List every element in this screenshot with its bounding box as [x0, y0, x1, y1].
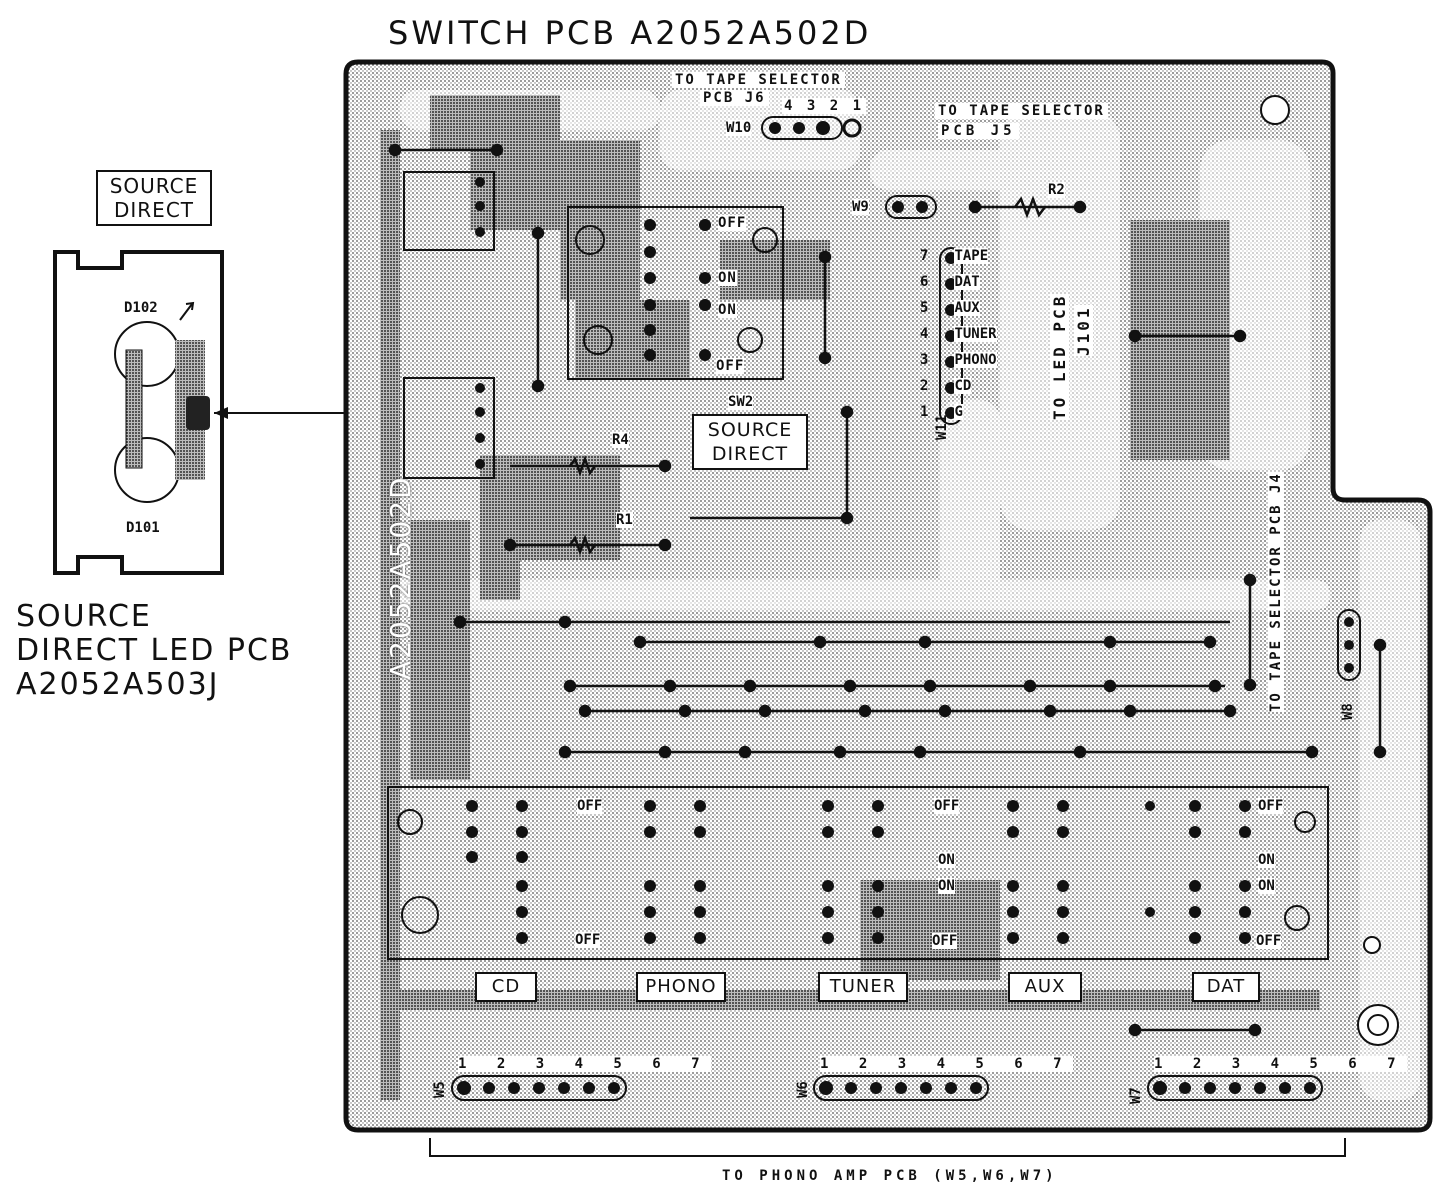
w5-pin-numbers: 1 2 3 4 5 6 7	[458, 1056, 711, 1072]
bottom-caption: TO PHONO AMP PCB (W5,W6,W7)	[722, 1168, 1058, 1184]
d102-label: D102	[124, 300, 158, 316]
led-pcb-traces	[114, 301, 210, 503]
sw2-on-top: ON	[718, 270, 737, 286]
to-led-pcb-label: TO LED PCB	[1050, 293, 1069, 420]
w7-pin-numbers: 1 2 3 4 5 6 7	[1154, 1056, 1407, 1072]
switch-label-tuner: TUNER	[818, 972, 908, 1002]
w7-label: W7	[1128, 1087, 1144, 1104]
to-tape-j5-line1: TO TAPE SELECTOR	[935, 103, 1108, 119]
pcb-copper-areas	[380, 95, 1320, 1100]
w10-label: W10	[726, 120, 752, 136]
sw2-on-bottom: ON	[718, 302, 737, 318]
switch-label-phono: PHONO	[636, 972, 726, 1002]
switch-label-dat: DAT	[1192, 972, 1260, 1002]
connector-w9	[885, 195, 937, 219]
led-name-line3: A2052A503J	[16, 667, 220, 702]
led-name-line2: DIRECT LED PCB	[16, 633, 293, 668]
source-direct-led-label: SOURCE DIRECT	[96, 170, 212, 226]
j6-pin-numbers: 4 3 2 1	[782, 98, 867, 114]
led-name-line1: SOURCE	[16, 599, 152, 634]
w6-label: W6	[795, 1081, 811, 1098]
w6-pin-numbers: 1 2 3 4 5 6 7	[820, 1056, 1073, 1072]
w8-label: W8	[1340, 703, 1356, 720]
sw2-source-direct-label: SOURCE DIRECT	[692, 414, 808, 470]
header-j-top	[403, 171, 495, 479]
w5-label: W5	[432, 1081, 448, 1098]
connector-w11	[939, 247, 963, 425]
page-title: SWITCH PCB A2052A502D	[388, 14, 872, 52]
sw2-ref-label: SW2	[728, 394, 754, 410]
tuner-on-top: ON	[938, 852, 955, 868]
dat-off-top: OFF	[1258, 798, 1284, 814]
switch-bank-pads	[466, 800, 1251, 944]
led-pcb-name: SOURCE DIRECT LED PCB A2052A503J	[16, 600, 292, 702]
to-tape-j4-label: TO TAPE SELECTOR PCB J4	[1268, 472, 1284, 712]
jumper-wires	[388, 143, 1387, 1037]
tuner-on-bottom: ON	[938, 878, 955, 894]
sw2-pads	[644, 219, 711, 361]
w9-label: W9	[852, 199, 869, 215]
connector-w8	[1337, 609, 1361, 681]
pcb-mounting-holes	[1260, 95, 1399, 1046]
cd-off-bottom: OFF	[575, 932, 601, 948]
d101-label: D101	[126, 520, 160, 536]
r4-label: R4	[612, 432, 629, 448]
tuner-off-top: OFF	[934, 798, 960, 814]
switch-bank-mounting-holes	[397, 809, 1316, 934]
sw2-label-line2: DIRECT	[711, 443, 789, 465]
r2-label: R2	[1048, 182, 1065, 198]
tuner-off-bottom: OFF	[932, 933, 958, 949]
w11-label: W11	[934, 414, 950, 440]
switch-label-aux: AUX	[1008, 972, 1082, 1002]
led-label-line1: SOURCE	[109, 174, 199, 198]
bottom-bracket	[429, 1138, 1346, 1157]
to-tape-j6-line2: PCB J6	[700, 90, 769, 106]
j101-label: J101	[1074, 305, 1093, 356]
r1-label: R1	[616, 512, 633, 528]
connector-w7	[1147, 1075, 1323, 1101]
led-label-line2: DIRECT	[113, 198, 194, 222]
to-tape-j5-line2: PCB J5	[938, 123, 1019, 139]
dat-on-bottom: ON	[1258, 878, 1275, 894]
resistor-symbols	[568, 195, 1046, 556]
connector-w10	[761, 116, 862, 140]
sw2-outline	[567, 206, 784, 380]
switch-bank-outline	[387, 786, 1329, 960]
connector-w5	[451, 1075, 627, 1101]
sw2-off-bottom: OFF	[716, 358, 745, 374]
dat-off-bottom: OFF	[1256, 933, 1282, 949]
to-tape-j6-line1: TO TAPE SELECTOR	[672, 72, 845, 88]
sw2-label-line1: SOURCE	[707, 419, 793, 441]
connector-w6	[813, 1075, 989, 1101]
cd-off-top: OFF	[577, 798, 603, 814]
sw2-off-top: OFF	[718, 215, 747, 231]
switch-label-cd: CD	[475, 972, 537, 1002]
dat-on-top: ON	[1258, 852, 1275, 868]
board-code: A2052A502D	[384, 475, 417, 680]
